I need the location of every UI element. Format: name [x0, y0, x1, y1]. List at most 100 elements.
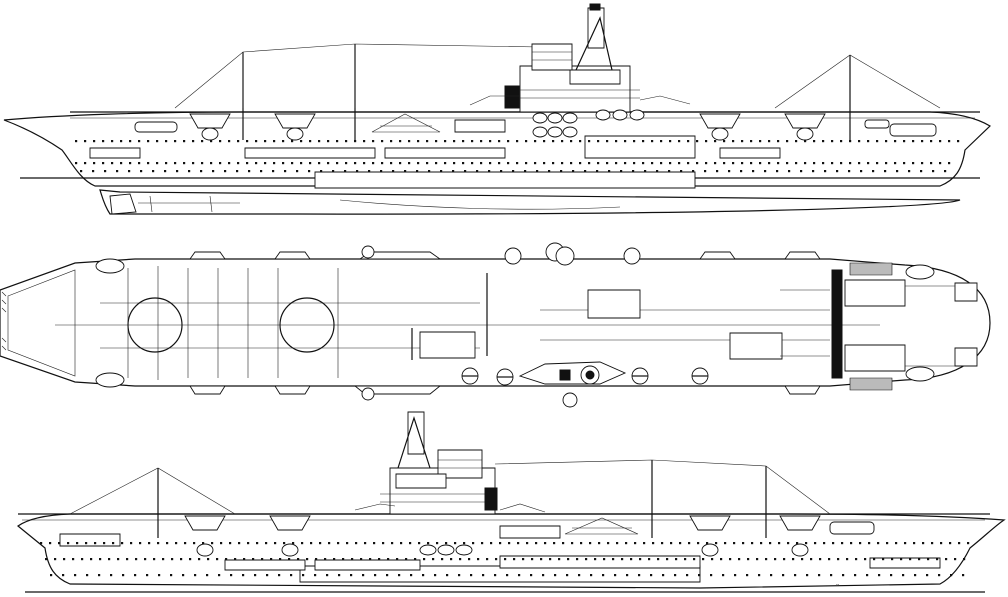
porthole [662, 574, 665, 577]
porthole [638, 574, 641, 577]
porthole [166, 542, 169, 545]
porthole [462, 162, 465, 165]
porthole [354, 140, 357, 143]
porthole [536, 170, 539, 173]
porthole [332, 170, 335, 173]
porthole [391, 542, 394, 545]
porthole [580, 542, 583, 545]
porthole [606, 140, 609, 143]
porthole [752, 170, 755, 173]
porthole [129, 162, 132, 165]
porthole [355, 542, 358, 545]
porthole [914, 574, 917, 577]
porthole [535, 542, 538, 545]
porthole [398, 574, 401, 577]
catapult-track [832, 270, 842, 378]
porthole [561, 140, 564, 143]
porthole [813, 140, 816, 143]
porthole [650, 574, 653, 577]
gun-positions [462, 243, 708, 385]
porthole [265, 542, 268, 545]
porthole [435, 140, 438, 143]
porthole [139, 542, 142, 545]
portholes [40, 542, 970, 577]
tripod-mast [398, 418, 430, 468]
porthole [368, 170, 371, 173]
porthole [632, 170, 635, 173]
porthole [517, 542, 520, 545]
porthole [553, 542, 556, 545]
porthole [170, 574, 173, 577]
porthole [530, 574, 533, 577]
porthole [126, 558, 129, 561]
porthole [958, 542, 961, 545]
porthole [614, 574, 617, 577]
porthole [292, 542, 295, 545]
porthole [786, 140, 789, 143]
porthole [918, 558, 921, 561]
porthole [840, 162, 843, 165]
edge-sponsons [96, 246, 934, 400]
porthole [606, 162, 609, 165]
porthole [494, 574, 497, 577]
porthole [759, 162, 762, 165]
porthole [453, 140, 456, 143]
sponsons [185, 516, 820, 556]
porthole [338, 574, 341, 577]
porthole [792, 558, 795, 561]
porthole [885, 162, 888, 165]
porthole [516, 140, 519, 143]
porthole [111, 140, 114, 143]
porthole [471, 140, 474, 143]
porthole [372, 162, 375, 165]
porthole [90, 558, 93, 561]
porthole [867, 140, 870, 143]
porthole [913, 542, 916, 545]
porthole [624, 140, 627, 143]
porthole [750, 140, 753, 143]
porthole [679, 542, 682, 545]
port-profile-view [0, 408, 1008, 597]
porthole [522, 558, 525, 561]
aerial-rigging-aft [495, 460, 830, 514]
porthole [950, 574, 953, 577]
porthole [548, 170, 551, 173]
porthole [315, 558, 318, 561]
porthole [948, 162, 951, 165]
porthole [183, 140, 186, 143]
porthole [769, 542, 772, 545]
porthole [409, 542, 412, 545]
hull-outline [18, 514, 1004, 588]
porthole [416, 170, 419, 173]
porthole [121, 542, 124, 545]
porthole [598, 542, 601, 545]
porthole [543, 162, 546, 165]
porthole [360, 558, 363, 561]
porthole [247, 542, 250, 545]
porthole [440, 170, 443, 173]
porthole [198, 558, 201, 561]
porthole [854, 574, 857, 577]
porthole [363, 140, 366, 143]
sponsons [190, 114, 825, 140]
porthole [693, 558, 696, 561]
porthole [93, 140, 96, 143]
porthole [534, 140, 537, 143]
porthole [939, 162, 942, 165]
porthole [256, 542, 259, 545]
porthole [615, 140, 618, 143]
porthole [831, 140, 834, 143]
porthole [189, 558, 192, 561]
porthole [110, 574, 113, 577]
porthole [554, 574, 557, 577]
porthole [246, 162, 249, 165]
porthole [218, 574, 221, 577]
porthole [894, 162, 897, 165]
porthole [171, 558, 174, 561]
porthole [804, 140, 807, 143]
porthole [819, 558, 822, 561]
porthole [786, 162, 789, 165]
porthole [876, 140, 879, 143]
porthole [470, 574, 473, 577]
porthole [192, 162, 195, 165]
